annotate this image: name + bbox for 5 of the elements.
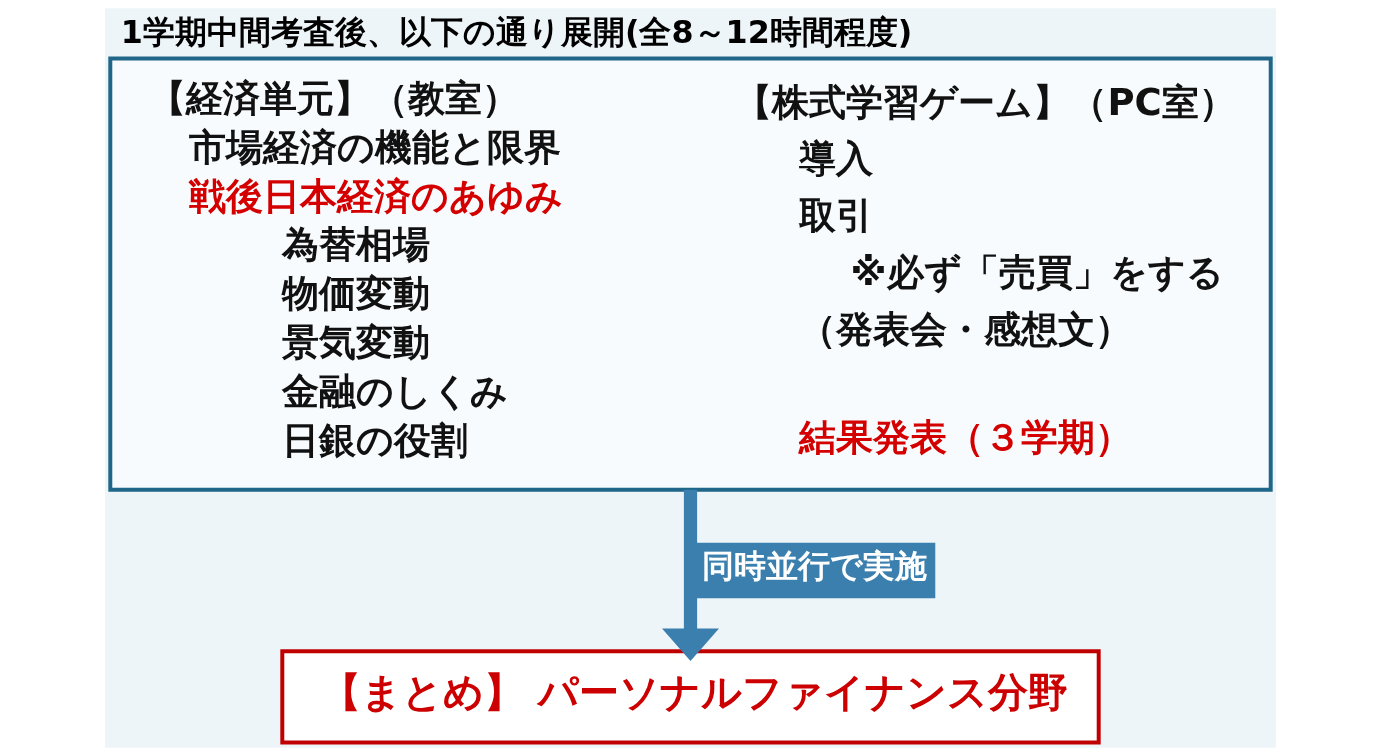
edge-label: 同時並行で実施	[701, 548, 927, 585]
arrow	[661, 489, 719, 661]
node-box: 【まとめ】 パーソナルファイナンス分野	[279, 649, 1101, 745]
node-box: 【経済単元】（教室） 市場経済の機能と限界 戦後日本経済のあゆみ 為替相場 物価変動 景気変動 金融のしくみ 日銀の役割 【株式学習ゲーム】（PC室） 導入 取引 ※必ず「売買」をする （発表会・感想文） 結果発表（３学期）	[107, 56, 1273, 492]
diagram-title: 1学期中間考査後、以下の通り展開(全8～12時間程度)	[120, 13, 912, 50]
